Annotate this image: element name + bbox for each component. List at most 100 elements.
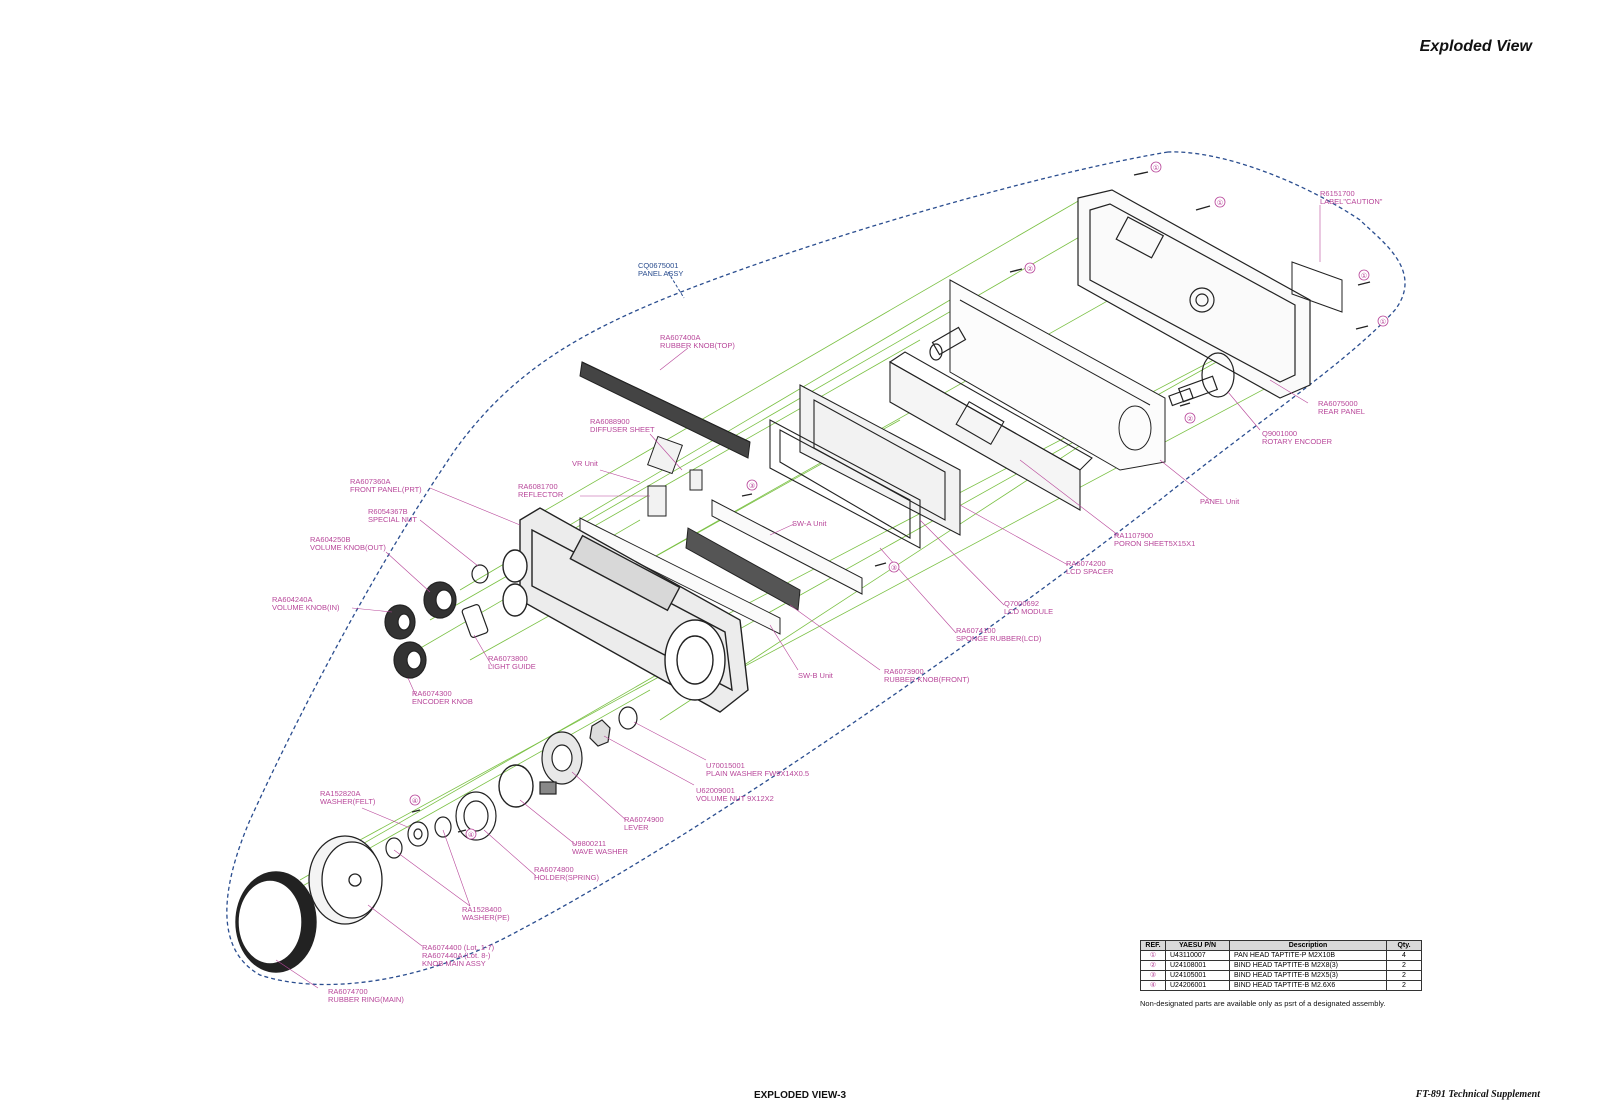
volume-knob-in — [384, 604, 416, 640]
row-pn: U24206001 — [1164, 980, 1231, 991]
screws — [411, 171, 1371, 833]
panel-assy-boundary — [226, 151, 1406, 986]
row-qty: 2 — [1386, 970, 1422, 981]
footer-document-title: FT-891 Technical Supplement — [1415, 1089, 1540, 1100]
label-panel-unit: PANEL Unit — [1200, 497, 1240, 506]
lever — [539, 731, 583, 795]
label-vr-unit: VR Unit — [572, 459, 598, 468]
table-row: ② U24108001 BIND HEAD TAPTITE-B M2X8(3) … — [1140, 960, 1422, 971]
lcd-module — [888, 351, 1093, 511]
callout-2b: ② — [1187, 415, 1193, 423]
row-ref: ③ — [1140, 970, 1166, 981]
row-ref: ① — [1140, 950, 1166, 961]
washer-pe-2 — [385, 837, 403, 859]
volume-knob-out — [423, 581, 457, 619]
parts-note: Non-designated parts are available only … — [1140, 999, 1386, 1008]
row-description: BIND HEAD TAPTITE-B M2X8(3) — [1229, 960, 1387, 971]
rubber-ring-main — [235, 871, 317, 973]
header-description: Description — [1229, 940, 1387, 951]
front-panel — [502, 507, 749, 713]
page-title: Exploded View — [1419, 38, 1532, 55]
washer-pe-1 — [434, 816, 452, 838]
callout-3b: ③ — [891, 564, 897, 572]
light-guide — [461, 604, 489, 638]
row-pn: U24105001 — [1164, 970, 1231, 981]
parts-table: REF. YAESU P/N Description Qty. ① U43110… — [1140, 940, 1422, 991]
sw-a-unit — [711, 499, 863, 595]
knob-main-assy — [308, 835, 383, 925]
vr-shaft — [929, 326, 967, 361]
table-row: ③ U24105001 BIND HEAD TAPTITE-B M2X5(3) … — [1140, 970, 1422, 981]
label-knob-main-assy: RA6074400 (Lot. 1-7)RA607440A (Lot. 8-)K… — [422, 943, 495, 968]
panel-assy-leader — [667, 271, 685, 299]
row-description: BIND HEAD TAPTITE-B M2.6X6 — [1229, 980, 1387, 991]
lcd-spacer — [799, 384, 961, 536]
callout-1d: ① — [1380, 318, 1386, 326]
header-qty: Qty. — [1386, 940, 1422, 951]
encoder-knob — [393, 641, 427, 679]
panel-unit — [949, 279, 1166, 471]
label-caution — [1291, 261, 1343, 313]
plain-washer — [618, 706, 638, 730]
special-nut — [471, 564, 489, 584]
rear-panel — [1077, 189, 1311, 399]
callout-4b: ④ — [468, 831, 474, 839]
table-row: ① U43110007 PAN HEAD TAPTITE-P M2X10B 4 — [1140, 950, 1422, 961]
wave-washer — [498, 764, 534, 808]
washer-felt — [407, 821, 429, 847]
row-qty: 2 — [1386, 980, 1422, 991]
sw-b-unit — [579, 517, 781, 635]
reflector — [647, 435, 703, 517]
volume-nut — [589, 719, 611, 747]
row-ref: ④ — [1140, 980, 1166, 991]
header-ref: REF. — [1140, 940, 1166, 951]
sponge-rubber-lcd — [769, 419, 921, 549]
row-qty: 4 — [1386, 950, 1422, 961]
row-pn: U43110007 — [1164, 950, 1231, 961]
label-sw-a-unit: SW-A Unit — [792, 519, 827, 528]
callout-3a: ③ — [749, 482, 755, 490]
callout-4a: ④ — [412, 797, 418, 805]
leader-lines — [275, 205, 1321, 989]
callout-2a: ② — [1027, 265, 1033, 273]
label-sw-b-unit: SW-B Unit — [798, 671, 833, 680]
header-pn: YAESU P/N — [1164, 940, 1231, 951]
callout-1a: ① — [1153, 164, 1159, 172]
parts-table-header: REF. YAESU P/N Description Qty. — [1140, 940, 1422, 951]
footer-page-label: EXPLODED VIEW-3 — [753, 1090, 847, 1101]
callout-1b: ① — [1217, 199, 1223, 207]
callout-numbers: ① ① ② ① ① ② ③ ③ ④ ④ — [412, 164, 1386, 839]
row-description: PAN HEAD TAPTITE-P M2X10B — [1229, 950, 1387, 961]
table-row: ④ U24206001 BIND HEAD TAPTITE-B M2.6X6 2 — [1140, 980, 1422, 991]
callout-1c: ① — [1361, 272, 1367, 280]
holder-spring — [455, 791, 497, 841]
rubber-knob-top — [579, 361, 751, 459]
row-qty: 2 — [1386, 960, 1422, 971]
row-ref: ② — [1140, 960, 1166, 971]
rubber-knob-front — [685, 527, 801, 611]
